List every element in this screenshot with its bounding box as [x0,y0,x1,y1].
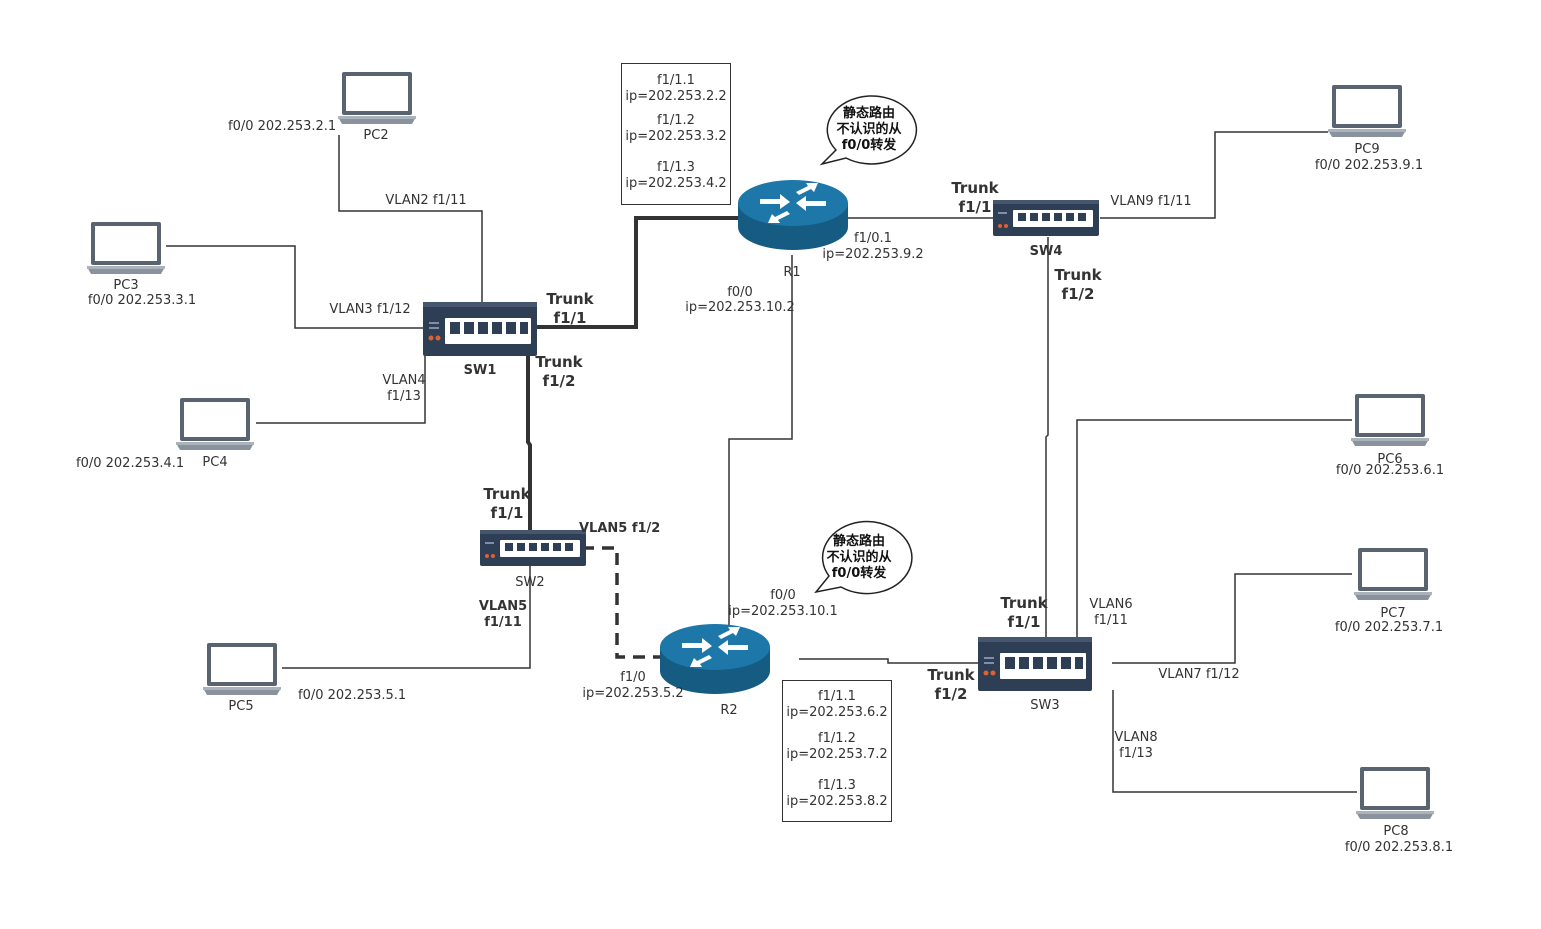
pc3-name: PC3 [113,278,139,293]
link-label-pc3-sw1: VLAN3 f1/12 [329,302,411,317]
link-label-sw4-sw3: Trunk [1054,266,1102,284]
r1-name: R1 [783,265,801,280]
link-label-sw3-pc8-port: f1/13 [1119,746,1153,761]
link-pc4-sw1 [256,352,426,424]
bubble-line: 不认识的从 [826,550,892,565]
r2-f10-ip: ip=202.253.5.2 [582,686,684,701]
link-label-sw2-up: Trunk [483,485,531,503]
box-line: ip=202.253.8.2 [786,794,888,809]
r2-name: R2 [720,703,738,718]
box-line: ip=202.253.4.2 [625,176,727,191]
sw2-name: SW2 [515,575,545,590]
r2-speech-bubble [814,520,913,595]
pc8-ip: f0/0 202.253.8.1 [1344,840,1454,855]
link-sw3-pc8 [1112,690,1357,793]
link-label-pc4-sw1: VLAN4 [382,373,426,388]
link-sw1-sw2-trunk [526,355,532,532]
link-label-sw2-pc5: VLAN5 [478,599,528,614]
bubble-line: 不认识的从 [836,122,902,137]
box-line: f1/1.1 [657,73,695,88]
link-label-sw1-sw2-port: f1/2 [542,372,576,390]
r2-bubble-text: 静态路由 不认识的从 f0/0转发 [826,534,891,582]
pc4-name: PC4 [202,455,228,470]
pc7-name: PC7 [1380,606,1406,621]
r1-f101-ip: ip=202.253.9.2 [822,247,924,262]
pc5-ip: f0/0 202.253.5.1 [298,688,407,703]
sw3-name: SW3 [1030,698,1060,713]
link-label-sw3-pc6: VLAN6 [1089,597,1133,612]
link-label-sw3-pc8: VLAN8 [1114,730,1158,745]
link-label-sw1-r1-port: f1/1 [553,309,587,327]
link-label-pc2-sw1: VLAN2 f1/11 [385,193,467,208]
link-sw4-pc9 [1100,131,1328,219]
r1-subinterface-box: f1/1.1 ip=202.253.2.2 f1/1.2 ip=202.253.… [621,63,731,205]
link-label-sw2-r2: VLAN5 f1/2 [579,521,661,536]
link-label-sw4-pc9: VLAN9 f1/11 [1110,194,1192,209]
r2-f00-ip: ip=202.253.10.1 [728,604,838,619]
r1-f00-ip: ip=202.253.10.2 [685,300,795,315]
link-label-sw3-up-port: f1/1 [1007,613,1041,631]
box-line: f1/1.1 [818,689,856,704]
link-label-sw3-up: Trunk [1000,594,1048,612]
bubble-line: 静态路由 [842,106,896,121]
link-label-sw3-pc6-port: f1/11 [1094,613,1128,628]
pc2-ip: f0/0 202.253.2.1 [228,119,337,134]
pc9-name: PC9 [1354,142,1380,157]
link-label-sw3-r2: Trunk [927,666,975,684]
link-r1-r2 [728,255,793,625]
box-line: ip=202.253.6.2 [786,705,888,720]
box-line: ip=202.253.3.2 [625,129,727,144]
r2-f00-label: f0/0 [770,588,796,603]
r1-f00-label: f0/0 [727,285,753,300]
box-line: f1/1.3 [818,778,856,793]
sw1-name: SW1 [463,363,497,378]
link-label-sw1-sw2: Trunk [535,353,583,371]
link-sw3-pc6 [1076,419,1352,637]
link-label-sw2-up-port: f1/1 [490,504,524,522]
link-label-sw3-pc7: VLAN7 f1/12 [1158,667,1240,682]
link-label-pc4-sw1-port: f1/13 [387,389,421,404]
bubble-line: f0/0转发 [831,566,887,581]
box-line: ip=202.253.2.2 [625,89,727,104]
pc7-ip: f0/0 202.253.7.1 [1334,620,1444,635]
box-line: f1/1.2 [818,731,856,746]
link-sw3-pc7 [1112,573,1352,664]
box-line: f1/1.3 [657,160,695,175]
link-label-sw2-pc5-port: f1/11 [484,615,522,630]
pc6-ip: f0/0 202.253.6.1 [1335,463,1445,478]
link-sw4-sw3 [1045,237,1049,637]
pc5-name: PC5 [228,699,254,714]
link-label-sw4-r1: Trunk [951,179,999,197]
bubble-line: f0/0转发 [841,138,897,153]
pc2-name: PC2 [363,128,389,143]
link-label-sw4-r1-port: f1/1 [958,198,992,216]
link-label-sw1-r1: Trunk [546,290,594,308]
pc6-name: PC6 [1377,452,1403,467]
link-pc2-sw1 [338,135,483,302]
bubble-line: 静态路由 [832,534,886,549]
pc4-ip: f0/0 202.253.4.1 [76,456,185,471]
pc3-ip: f0/0 202.253.3.1 [87,293,197,308]
r1-bubble-text: 静态路由 不认识的从 f0/0转发 [836,106,901,154]
link-pc3-sw1 [166,245,424,329]
link-sw2-r2-dashed [582,546,660,659]
link-sw1-r1-trunk [537,216,738,329]
box-line: ip=202.253.7.2 [786,747,888,762]
pc9-ip: f0/0 202.253.9.1 [1314,158,1424,173]
link-r2-sw3 [799,658,978,664]
link-sw2-pc5 [282,565,531,669]
pc8-name: PC8 [1383,824,1409,839]
box-line: f1/1.2 [657,113,695,128]
r1-speech-bubble [819,95,918,166]
link-label-sw3-r2-port: f1/2 [934,685,968,703]
r2-subinterface-box: f1/1.1 ip=202.253.6.2 f1/1.2 ip=202.253.… [782,680,892,822]
r1-f101-label: f1/0.1 [854,231,892,246]
sw4-name: SW4 [1029,244,1063,259]
link-label-sw4-sw3-port: f1/2 [1061,285,1095,303]
r2-f10-label: f1/0 [620,670,646,685]
